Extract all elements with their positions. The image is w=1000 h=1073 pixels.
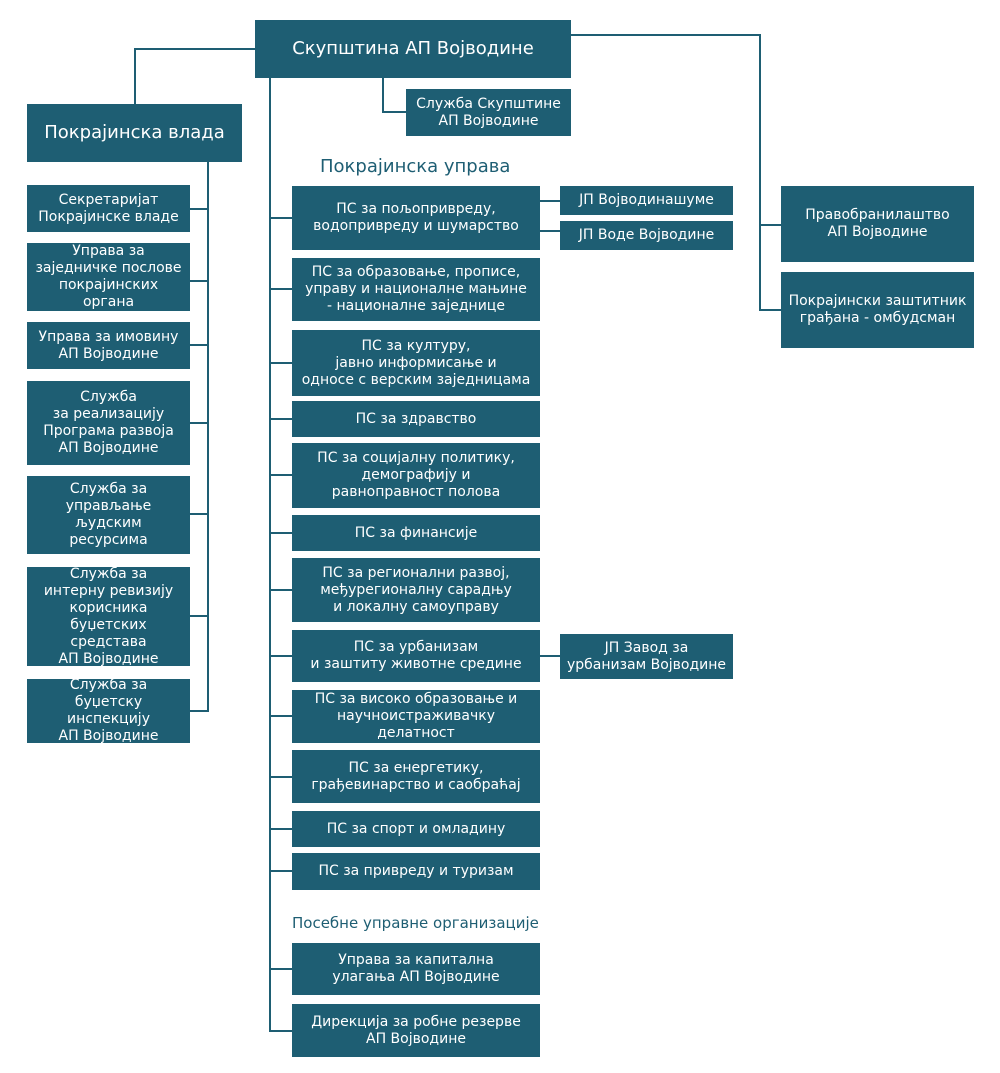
- government-unit-box: Управа за имовину АП Војводине: [27, 322, 190, 369]
- government-unit-box: Служба за буџетску инспекцију АП Војводи…: [27, 677, 190, 744]
- secretariat-box: ПС за културу, јавно информисање и однос…: [292, 330, 540, 396]
- secretariat-box: ПС за урбанизам и заштиту животне средин…: [292, 630, 540, 682]
- government-unit-box: Секретаријат Покрајинске владе: [27, 185, 190, 232]
- special-organizations-heading: Посебне управне организације: [292, 914, 539, 932]
- special-organization-box: Дирекција за робне резерве АП Војводине: [292, 1004, 540, 1057]
- special-organization-box: Управа за капитална улагања АП Војводине: [292, 943, 540, 995]
- secretariat-box: ПС за енергетику, грађевинарство и саобр…: [292, 750, 540, 803]
- government-unit-box: Служба за интерну ревизију корисника буџ…: [27, 566, 190, 667]
- public-enterprise-box: ЈП Воде Војводине: [560, 221, 733, 250]
- secretariat-box: ПС за високо образовање и научноистражив…: [292, 690, 540, 743]
- government-unit-box: Служба за реализацију Програма развоја А…: [27, 381, 190, 465]
- secretariat-box: ПС за привреду и туризам: [292, 853, 540, 890]
- provincial-government-box: Покрајинска влада: [27, 104, 242, 162]
- assembly-box: Скупштина АП Војводине: [255, 20, 571, 78]
- secretariat-box: ПС за здравство: [292, 401, 540, 437]
- secretariat-box: ПС за образовање, прописе, управу и наци…: [292, 258, 540, 321]
- secretariat-box: ПС за социјалну политику, демографију и …: [292, 443, 540, 508]
- administration-heading: Покрајинска управа: [320, 156, 511, 177]
- government-unit-box: Управа за заједничке послове покрајински…: [27, 243, 190, 311]
- government-unit-box: Служба за управљање људским ресурсима: [27, 476, 190, 554]
- public-enterprise-box: ЈП Завод за урбанизам Војводине: [560, 634, 733, 679]
- secretariat-box: ПС за регионални развој, међурегионалну …: [292, 558, 540, 622]
- secretariat-box: ПС за спорт и омладину: [292, 811, 540, 847]
- secretariat-box: ПС за финансије: [292, 515, 540, 551]
- secretariat-box: ПС за пољопривреду, водопривреду и шумар…: [292, 186, 540, 250]
- ombudsman-box: Покрајински заштитник грађана - омбудсма…: [781, 272, 974, 348]
- assembly-service-box: Служба Скупштине АП Војводине: [406, 89, 571, 136]
- attorney-office-box: Правобранилаштво АП Војводине: [781, 186, 974, 262]
- public-enterprise-box: ЈП Војводинашуме: [560, 186, 733, 215]
